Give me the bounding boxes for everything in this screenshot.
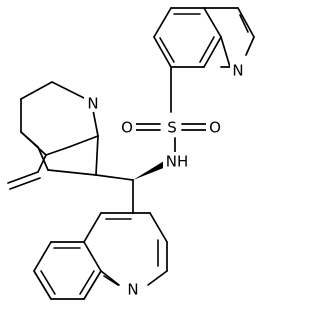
- vinyl-group: [7, 154, 47, 190]
- bottom-quinoline-nitrogen-label: N: [127, 281, 138, 299]
- sulfonamide-group: [134, 66, 207, 153]
- sulfur-label: S: [167, 119, 177, 137]
- chemical-structure: N S O O NH N N: [7, 7, 255, 300]
- sulfonyl-oxygen-left-label: O: [121, 119, 133, 137]
- stereo-bonds: [95, 161, 166, 181]
- top-quinoline-nitrogen-label: N: [232, 62, 243, 80]
- quinuclidine-cage: [20, 81, 99, 176]
- bottom-quinoline: [33, 179, 168, 300]
- atom-labels: N S O O NH N N: [84, 61, 248, 299]
- quinuclidine-nitrogen-label: N: [87, 95, 98, 113]
- sulfonyl-oxygen-right-label: O: [209, 119, 221, 137]
- amide-nh-label: NH: [166, 153, 189, 171]
- top-quinoline: [153, 7, 255, 68]
